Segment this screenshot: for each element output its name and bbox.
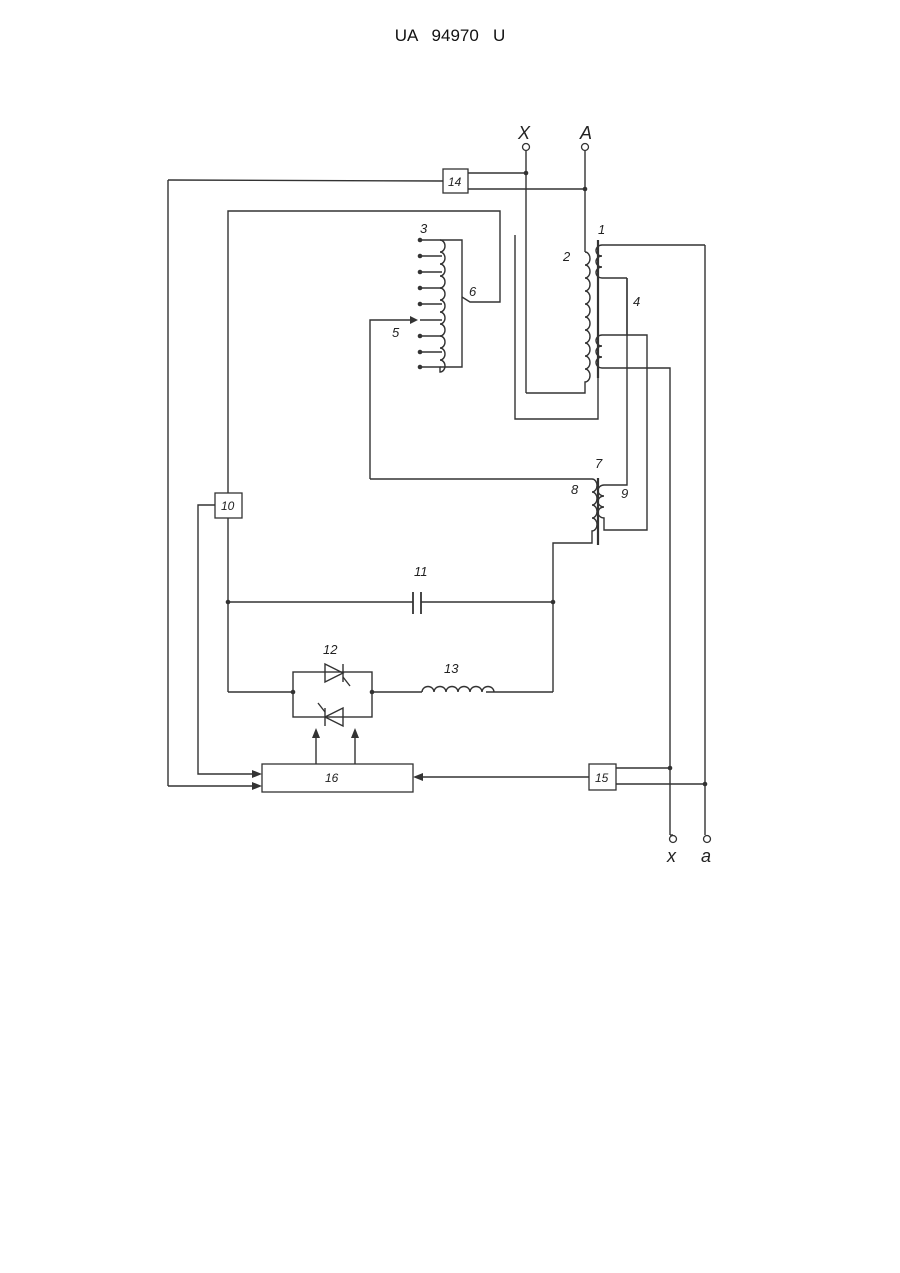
block-15-group: 15 — [589, 764, 707, 790]
block-16-group: 16 — [168, 764, 589, 792]
label-4: 4 — [633, 294, 640, 309]
terminal-x-label: x — [666, 846, 677, 866]
input-arrow-icon — [252, 782, 262, 790]
terminal-a — [704, 836, 711, 843]
terminal-A-label: A — [579, 123, 592, 143]
terminal-a-label: a — [701, 846, 711, 866]
label-5: 5 — [392, 325, 400, 340]
label-2: 2 — [562, 249, 571, 264]
label-9: 9 — [621, 486, 628, 501]
label-11: 11 — [414, 564, 428, 579]
terminal-A — [582, 144, 589, 151]
input-arrow-icon — [413, 773, 423, 781]
block-15-label: 15 — [595, 771, 609, 785]
tap-winding-3 — [228, 211, 500, 493]
top-terminals: X A — [517, 123, 592, 393]
gate-arrow-icon — [312, 728, 320, 738]
label-13: 13 — [444, 661, 459, 676]
transformer-7 — [370, 278, 627, 602]
block-10-group: 10 — [198, 493, 252, 774]
block-16-label: 16 — [325, 771, 339, 785]
reactor-13 — [372, 602, 553, 692]
label-8: 8 — [571, 482, 579, 497]
bottom-terminals: x a — [666, 835, 711, 866]
contact-5-arrow-icon — [410, 316, 418, 324]
gate-arrow-icon — [351, 728, 359, 738]
label-12: 12 — [323, 642, 338, 657]
label-1: 1 — [598, 222, 605, 237]
input-arrow-icon — [252, 770, 262, 778]
terminal-x — [670, 836, 677, 843]
label-3: 3 — [420, 221, 428, 236]
capacitor-11 — [226, 592, 556, 614]
terminal-X — [523, 144, 530, 151]
block-14-group: 14 — [168, 169, 587, 774]
label-6: 6 — [469, 284, 477, 299]
block-10-label: 10 — [221, 499, 235, 513]
thyristor-pair-12 — [228, 664, 374, 764]
label-7: 7 — [595, 456, 603, 471]
transformer-1 — [515, 235, 705, 835]
block-14-label: 14 — [448, 175, 462, 189]
terminal-X-label: X — [517, 123, 531, 143]
